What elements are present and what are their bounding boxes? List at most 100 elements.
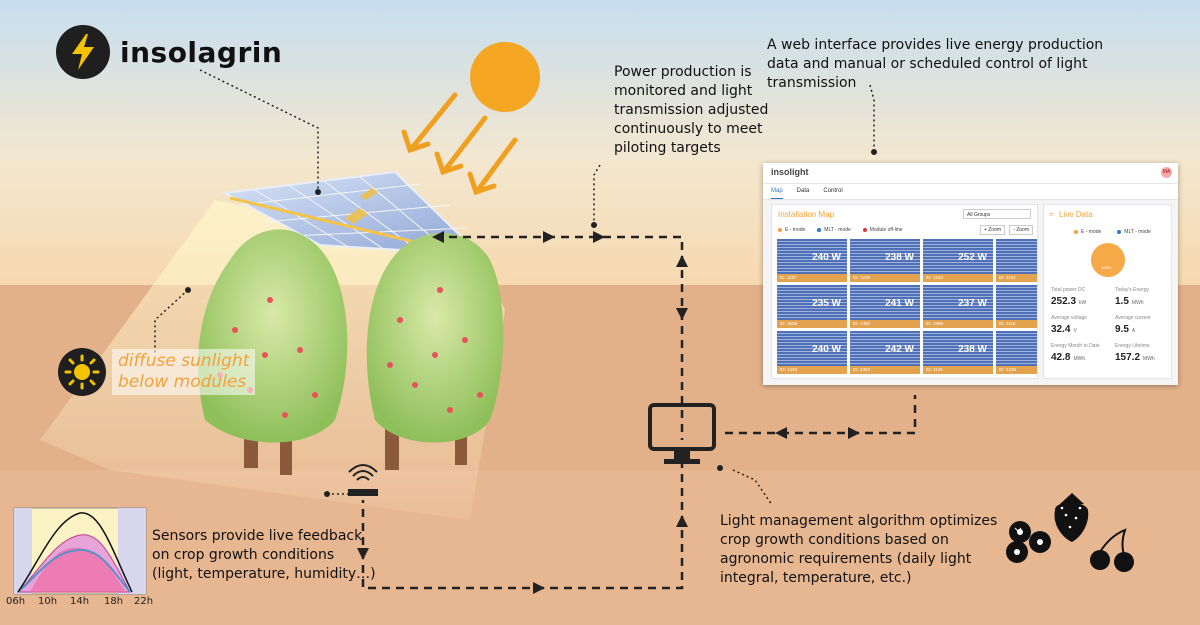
blueberry-icon bbox=[1006, 521, 1051, 563]
tab-map[interactable]: Map bbox=[771, 184, 783, 199]
tree-right bbox=[366, 233, 504, 470]
stat-unit: MWh bbox=[1131, 300, 1144, 306]
diffuse-sunlight-text: diffuse sunlight below modules bbox=[112, 349, 256, 395]
arrow-head bbox=[775, 427, 787, 439]
avatar[interactable]: MA bbox=[1161, 167, 1172, 178]
module-power: 235 W bbox=[812, 298, 841, 309]
module-id: ID: 1433 bbox=[777, 366, 847, 374]
group-select[interactable]: All Groups bbox=[963, 209, 1031, 219]
legend-item: MLT - mode bbox=[1117, 229, 1159, 235]
module-tile[interactable]: ID: 1102 bbox=[996, 239, 1037, 282]
sun bbox=[470, 42, 540, 112]
pie-label: 100% bbox=[1101, 265, 1112, 270]
stat-label: Energy Month to Date bbox=[1051, 343, 1100, 349]
module-id: ID: 1235 bbox=[996, 366, 1037, 374]
zoom-out-button[interactable]: - Zoom bbox=[1009, 225, 1033, 235]
tick-label: 22h bbox=[134, 596, 154, 607]
tab-control[interactable]: Control bbox=[823, 188, 843, 194]
cherry-icon bbox=[1090, 528, 1134, 572]
stat-label: Energy Lifetime bbox=[1115, 343, 1150, 349]
module-tile[interactable]: ID: 1235 bbox=[996, 331, 1037, 374]
module-id: ID: 1102 bbox=[996, 274, 1037, 282]
caption-power: Power production is monitored and light … bbox=[614, 63, 768, 158]
web-interface-window: insolight MA Map Data Control Installati… bbox=[763, 163, 1178, 385]
stat-label: Average current bbox=[1115, 315, 1151, 321]
app-logo: insolight bbox=[771, 167, 809, 177]
arrow-head bbox=[676, 255, 688, 267]
arrow-head bbox=[432, 231, 444, 243]
arrow-head bbox=[676, 308, 688, 320]
module-id: ID: 1107 bbox=[777, 274, 847, 282]
caption-line: on crop growth conditions bbox=[152, 547, 335, 563]
sensor-icon bbox=[348, 464, 378, 496]
stat-unit: MWh bbox=[1073, 356, 1086, 362]
arrow-head bbox=[676, 515, 688, 527]
panel-title: Installation Map bbox=[778, 210, 835, 219]
sun-rays bbox=[401, 92, 518, 196]
caption-line: (light, temperature, humidity…) bbox=[152, 566, 376, 582]
tick-label: 10h bbox=[38, 596, 58, 607]
diffuse-sunlight-callout: diffuse sunlight below modules bbox=[58, 348, 256, 396]
brand-name: insolagrin bbox=[120, 35, 283, 69]
stat-value: 42.8 bbox=[1051, 352, 1071, 363]
app-header: insolight MA bbox=[763, 163, 1178, 184]
legend-label: E - mode bbox=[1081, 229, 1102, 235]
caption-line: Light management algorithm optimizes bbox=[720, 513, 998, 529]
arrow-head bbox=[848, 427, 860, 439]
caption-line: Sensors provide live feedback bbox=[152, 528, 363, 544]
mode-pie: 100% bbox=[1091, 243, 1125, 277]
panel-title: Live Data bbox=[1059, 210, 1093, 219]
caption-algorithm: Light management algorithm optimizes cro… bbox=[720, 512, 997, 588]
caption-line: Power production is bbox=[614, 64, 752, 80]
stat-value: 157.2 bbox=[1115, 352, 1141, 363]
installation-map-panel: Installation Map All Groups E - mode MLT… bbox=[771, 204, 1038, 379]
tick-label: 06h bbox=[6, 596, 26, 607]
caption-web: A web interface provides live energy pro… bbox=[767, 36, 1103, 93]
tab-bar: Map Data Control bbox=[763, 184, 1178, 200]
caption-line: continuously to meet bbox=[614, 121, 763, 137]
module-power: 241 W bbox=[885, 298, 914, 309]
live-legend: E - mode MLT - mode bbox=[1074, 229, 1167, 235]
stat-unit: A bbox=[1131, 328, 1136, 334]
brand: insolagrin bbox=[56, 24, 282, 80]
caption-line: A web interface provides live energy pro… bbox=[767, 37, 1104, 53]
module-tile[interactable]: 241 W ID: 1452 bbox=[850, 285, 920, 328]
module-tile[interactable]: ID: 1116 bbox=[996, 285, 1037, 328]
module-id: ID: 1345 bbox=[923, 274, 993, 282]
module-id: ID: 1238 bbox=[850, 274, 920, 282]
module-tile[interactable]: 252 W ID: 1345 bbox=[923, 239, 993, 282]
stat-unit: kW bbox=[1079, 300, 1087, 306]
module-tile[interactable]: 235 W ID: 1508 bbox=[777, 285, 847, 328]
zoom-in-button[interactable]: + Zoom bbox=[979, 225, 1005, 235]
legend-item: E - mode bbox=[1074, 229, 1109, 235]
module-power: 252 W bbox=[958, 252, 987, 263]
map-legend: E - mode MLT - mode Module off-line bbox=[778, 227, 915, 233]
caption-line: monitored and light bbox=[614, 83, 753, 99]
stat-label: Total power DC bbox=[1051, 287, 1086, 293]
module-id: ID: 1452 bbox=[850, 320, 920, 328]
module-id: ID: 1508 bbox=[777, 320, 847, 328]
stat-unit: MWh bbox=[1143, 356, 1155, 362]
tick-label: 14h bbox=[70, 596, 90, 607]
stat-label: Today's Energy bbox=[1115, 287, 1150, 293]
legend-item: E - mode bbox=[778, 227, 805, 233]
module-id: ID: 1116 bbox=[996, 320, 1037, 328]
module-power: 237 W bbox=[958, 298, 987, 309]
stat-label: Average voltage bbox=[1051, 315, 1088, 321]
tab-data[interactable]: Data bbox=[796, 188, 810, 194]
